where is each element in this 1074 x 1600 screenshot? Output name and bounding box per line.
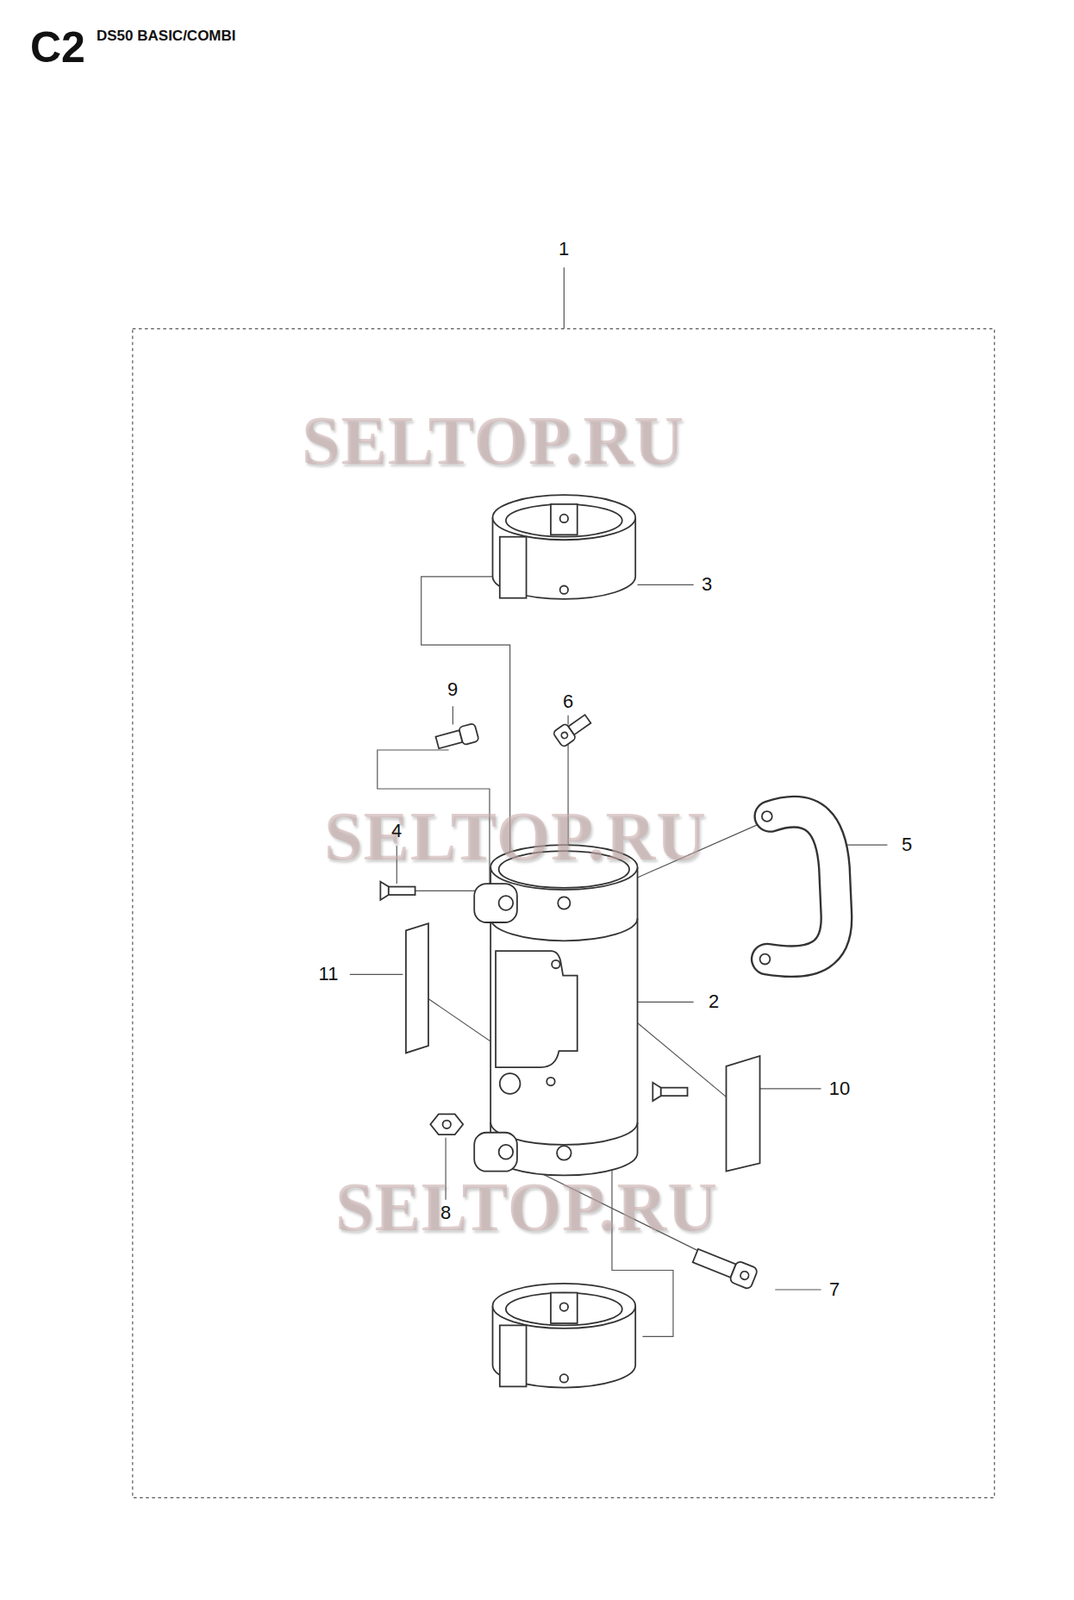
callout-number: 7 <box>829 1280 840 1299</box>
page-title: C2 <box>30 25 86 69</box>
callout-number: 6 <box>562 692 574 712</box>
callout-number: 2 <box>708 992 719 1012</box>
watermark: SELTOP.RU <box>324 801 707 871</box>
watermark: SELTOP.RU <box>301 405 685 475</box>
callout-number: 10 <box>829 1079 850 1099</box>
callout-number: 1 <box>558 239 569 259</box>
callout-number: 11 <box>318 964 339 984</box>
callout-number: 9 <box>447 680 458 700</box>
watermark: SELTOP.RU <box>335 1172 719 1242</box>
callout-number: 3 <box>701 574 712 594</box>
subtitle: DS50 BASIC/COMBI <box>96 28 237 44</box>
callout-number: 4 <box>391 821 402 841</box>
callout-number: 5 <box>901 835 912 855</box>
